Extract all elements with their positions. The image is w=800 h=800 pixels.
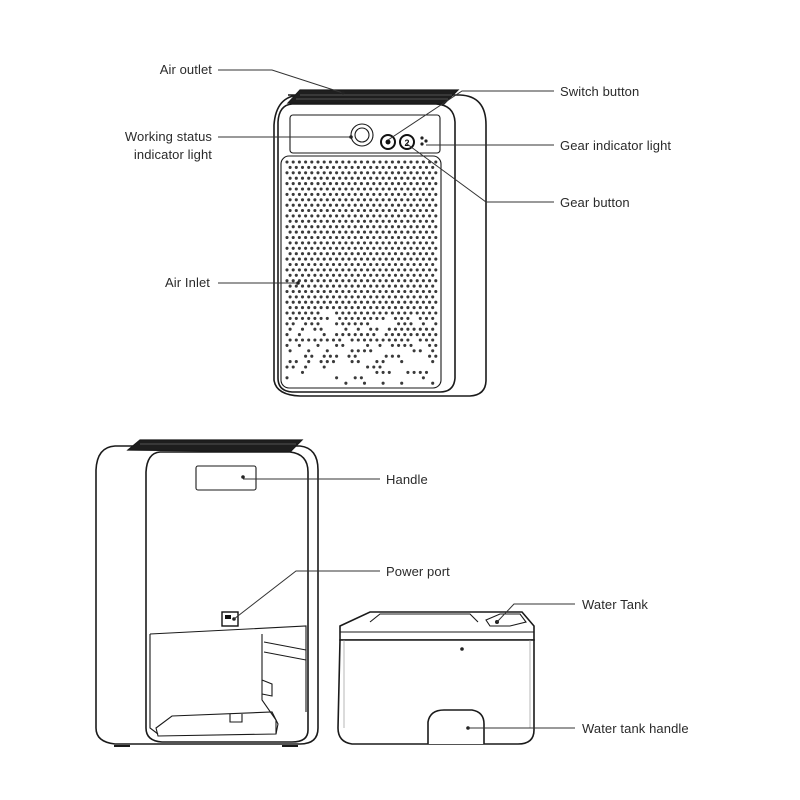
label-indicator-light: indicator light <box>133 147 212 162</box>
label-handle: Handle <box>386 472 428 487</box>
svg-text:2: 2 <box>404 138 409 148</box>
front-unit: 2 <box>273 89 487 397</box>
label-switch-button: Switch button <box>560 84 640 99</box>
label-water-tank-handle: Water tank handle <box>582 721 689 736</box>
rear-unit <box>95 439 319 747</box>
label-working-status: Working status <box>124 129 212 144</box>
water-tank-unit <box>337 611 535 745</box>
label-water-tank: Water Tank <box>582 597 649 612</box>
label-gear-indicator-light: Gear indicator light <box>560 138 672 153</box>
air-inlet-grille <box>285 160 438 385</box>
label-power-port: Power port <box>386 564 450 579</box>
leader-lines <box>218 69 575 729</box>
label-air-outlet: Air outlet <box>159 62 212 77</box>
label-air-inlet: Air Inlet <box>165 275 210 290</box>
label-gear-button: Gear button <box>560 195 630 210</box>
